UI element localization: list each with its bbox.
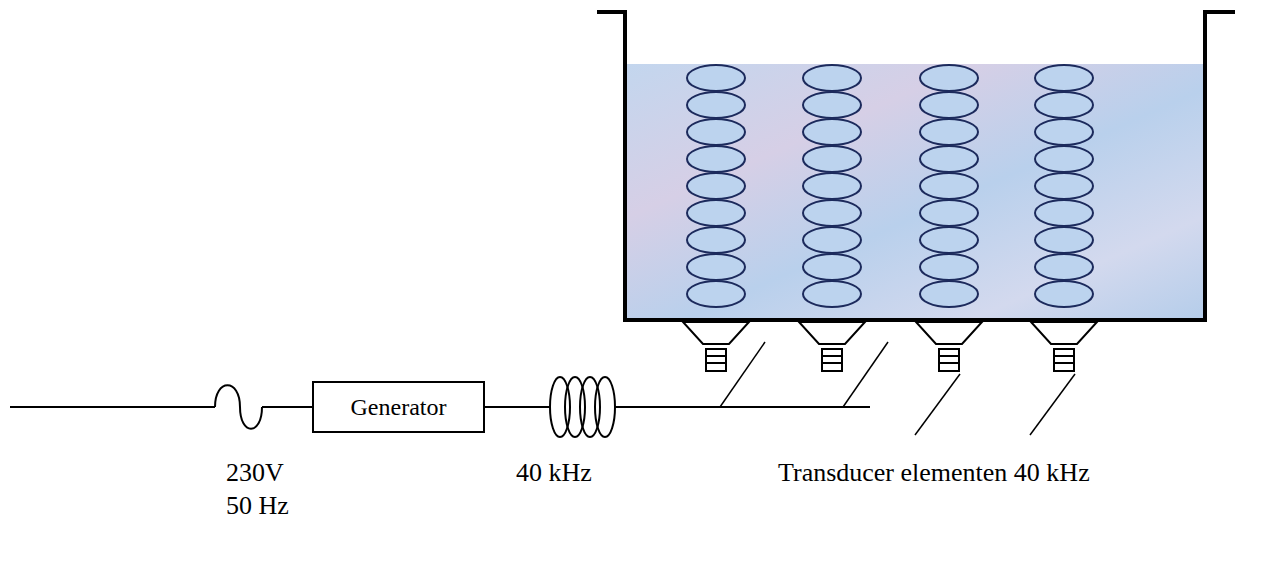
bubble-column (1035, 65, 1093, 307)
generator-box: Generator (312, 381, 485, 433)
bubble-column (920, 65, 978, 307)
transducer-symbol (799, 322, 865, 371)
tank-outline (597, 12, 1235, 320)
text-label: 230V 50 Hz (226, 456, 304, 522)
bubble-column (803, 65, 861, 307)
wire (615, 406, 870, 408)
wire (485, 406, 550, 408)
mains-wire (10, 406, 215, 408)
transducer-wires (720, 342, 1075, 435)
box-label: Generator (351, 393, 447, 422)
water (627, 64, 1203, 319)
text-label: 40 kHz (516, 456, 656, 489)
transducer-symbol (916, 322, 982, 371)
bubble-column (687, 65, 745, 307)
cavitation-bubbles (687, 65, 1093, 307)
transducer-symbol (683, 322, 749, 371)
hf-signal-symbol (550, 377, 615, 437)
text-label: Transducer elementen 40 kHz (778, 456, 1258, 489)
ac-source-symbol (215, 385, 262, 429)
wire (262, 406, 312, 408)
transducer-symbol (1031, 322, 1097, 371)
